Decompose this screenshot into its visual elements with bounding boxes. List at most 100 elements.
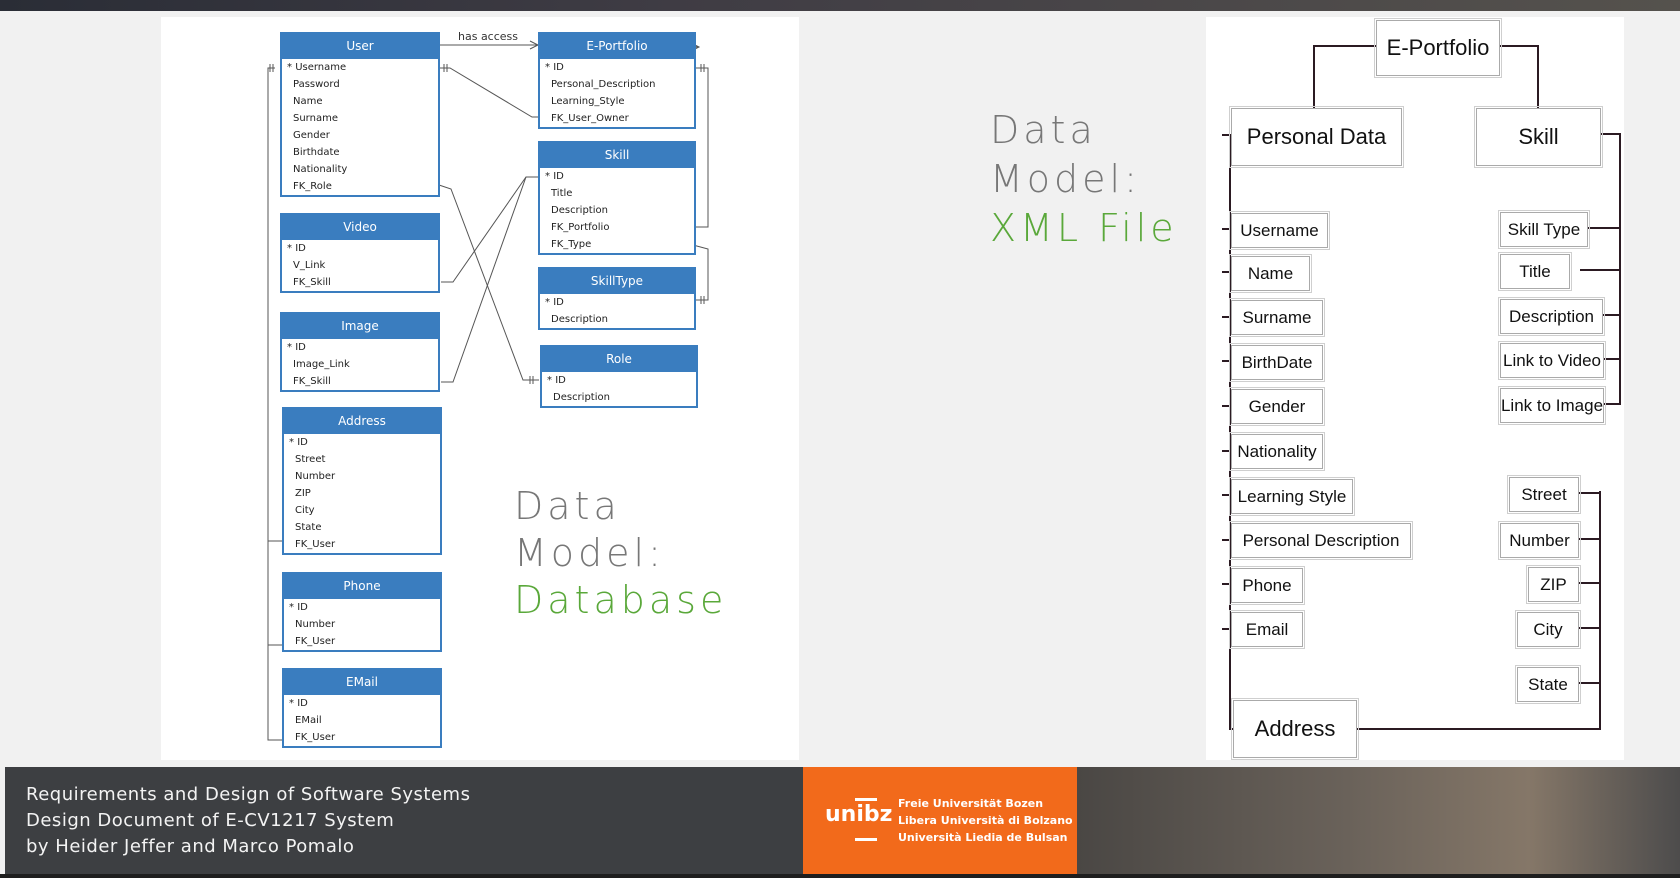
xml-leaf-name: Name	[1229, 254, 1312, 293]
er-field: Nationality	[293, 164, 348, 175]
er-field: State	[295, 522, 322, 533]
er-field: FK_Type	[551, 239, 592, 250]
xml-title-line-2: Model:	[990, 157, 1141, 201]
er-field: * ID	[289, 437, 308, 448]
footer-background-photo	[1077, 767, 1680, 874]
xml-leaf-personal-description: Personal Description	[1229, 521, 1413, 560]
er-entity-skill: Skill * ID Title Description FK_Portfoli…	[538, 141, 696, 255]
db-title-line-2: Model:	[514, 531, 665, 575]
db-title-line-1: Data	[514, 484, 621, 528]
er-field: FK_Skill	[293, 277, 331, 288]
er-entity-title: Address	[284, 409, 440, 434]
xml-title-line-1: Data	[990, 108, 1097, 152]
logo-mark: unibz	[825, 802, 893, 827]
relation-label: has access	[458, 30, 519, 43]
logo-top-bar	[855, 798, 877, 801]
er-entity-user: User * Username Password Name Surname Ge…	[280, 32, 440, 197]
er-field: Title	[551, 188, 573, 199]
db-title-line-3: Database	[514, 578, 728, 622]
er-field: Description	[553, 392, 610, 403]
er-relationship-lines	[267, 40, 709, 741]
xml-node-e-portfolio: E-Portfolio	[1374, 18, 1502, 78]
er-field: Description	[551, 205, 608, 216]
logo-bottom-bar	[855, 838, 877, 841]
xml-leaf-link-to-image: Link to Image	[1498, 386, 1606, 425]
er-field: FK_Portfolio	[551, 222, 610, 233]
er-field: Surname	[293, 113, 338, 124]
database-model-panel: User * Username Password Name Surname Ge…	[161, 17, 799, 760]
bottom-strip	[0, 874, 1680, 878]
er-entity-address: Address * ID Street Number ZIP City Stat…	[282, 407, 442, 555]
xml-leaf-street: Street	[1507, 475, 1581, 514]
logo-line-3: Università Liedia de Bulsan	[898, 831, 1068, 844]
xml-node-skill: Skill	[1474, 106, 1603, 168]
er-field: FK_User_Owner	[551, 113, 629, 124]
xml-leaf-nationality: Nationality	[1229, 432, 1325, 471]
xml-leaf-email: Email	[1229, 610, 1305, 649]
er-field: FK_User	[295, 732, 336, 743]
er-entity-image: Image * ID Image_Link FK_Skill	[280, 312, 440, 392]
unibz-logo: unibz Freie Universität Bozen Libera Uni…	[803, 767, 1077, 874]
xml-leaf-number: Number	[1498, 521, 1581, 560]
er-entity-title: Phone	[284, 574, 440, 599]
er-field: Gender	[293, 130, 330, 141]
er-field: * ID	[547, 375, 566, 386]
er-field: Name	[293, 96, 323, 107]
er-field: Image_Link	[293, 359, 350, 370]
er-field: * Username	[287, 62, 347, 73]
er-field: EMail	[295, 715, 322, 726]
xml-leaf-username: Username	[1229, 211, 1330, 250]
xml-model-panel: E-Portfolio Personal Data Skill Address …	[1206, 17, 1624, 760]
er-entity-e-portfolio: E-Portfolio * ID Personal_Description Le…	[538, 32, 696, 129]
er-entity-title: EMail	[284, 670, 440, 695]
er-field: Description	[551, 314, 608, 325]
footer-document-line: Design Document of E-CV1217 System	[26, 810, 395, 831]
er-field: Number	[295, 619, 336, 630]
footer-course-line: Requirements and Design of Software Syst…	[26, 784, 471, 805]
xml-leaf-description: Description	[1498, 297, 1605, 336]
xml-leaf-state: State	[1515, 665, 1581, 704]
slide-footer: Requirements and Design of Software Syst…	[5, 767, 1680, 874]
er-field: * ID	[545, 62, 564, 73]
xml-leaf-title: Title	[1498, 252, 1572, 291]
er-field: FK_Skill	[293, 376, 331, 387]
er-field: Learning_Style	[551, 96, 625, 107]
er-entity-title: SkillType	[540, 269, 694, 294]
er-field: FK_Role	[293, 181, 332, 192]
top-background-strip	[0, 0, 1680, 11]
er-entity-role: Role * ID Description	[540, 345, 698, 408]
er-entity-title: E-Portfolio	[540, 34, 694, 59]
er-field: V_Link	[293, 260, 326, 271]
logo-line-1: Freie Universität Bozen	[898, 797, 1044, 810]
logo-line-2: Libera Università di Bolzano	[898, 814, 1073, 827]
er-entity-video: Video * ID V_Link FK_Skill	[280, 213, 440, 293]
xml-leaf-city: City	[1515, 610, 1581, 649]
er-entity-title: Image	[282, 314, 438, 339]
er-entity-phone: Phone * ID Number FK_User	[282, 572, 442, 652]
er-field: * ID	[287, 342, 306, 353]
er-field: City	[295, 505, 315, 516]
er-field: * ID	[289, 698, 308, 709]
xml-leaf-zip: ZIP	[1526, 565, 1581, 604]
xml-title-line-3: XML File	[990, 206, 1178, 250]
er-field: * ID	[289, 602, 308, 613]
er-field: * ID	[545, 171, 564, 182]
er-entity-title: Skill	[540, 143, 694, 168]
er-entity-skilltype: SkillType * ID Description	[538, 267, 696, 330]
er-entity-email: EMail * ID EMail FK_User	[282, 668, 442, 748]
xml-leaf-skill-type: Skill Type	[1498, 210, 1590, 249]
er-field: Password	[293, 79, 340, 90]
er-field: FK_User	[295, 636, 336, 647]
er-field: Birthdate	[293, 147, 340, 158]
xml-leaf-gender: Gender	[1229, 387, 1325, 426]
xml-node-personal-data: Personal Data	[1229, 106, 1404, 168]
er-field: FK_User	[295, 539, 336, 550]
xml-leaf-learning-style: Learning Style	[1229, 477, 1355, 516]
er-entity-title: Role	[542, 347, 696, 372]
xml-tree-lines	[1222, 45, 1621, 730]
footer-authors-line: by Heider Jeffer and Marco Pomalo	[26, 836, 355, 857]
footer-text-area: Requirements and Design of Software Syst…	[5, 767, 803, 874]
er-field: Number	[295, 471, 336, 482]
xml-leaf-surname: Surname	[1229, 298, 1325, 337]
xml-leaf-phone: Phone	[1229, 566, 1305, 605]
